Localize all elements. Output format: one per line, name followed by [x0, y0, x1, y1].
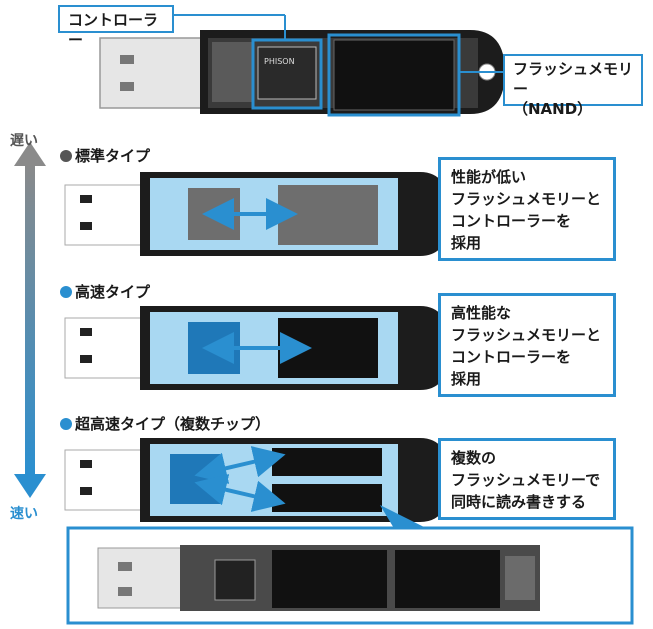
controller-label: コントローラー [58, 5, 174, 49]
bullet-icon [60, 417, 72, 430]
usb-plug [99, 37, 211, 109]
speed-axis [0, 130, 60, 530]
diagram-fast [64, 306, 450, 390]
chip-text: PHISON [264, 57, 295, 66]
bottom-usb-photo [66, 526, 634, 625]
bullet-icon [60, 149, 72, 162]
description-superfast: 複数の フラッシュメモリーで 同時に読み書きする [438, 438, 616, 520]
top-usb-photo: PHISON [0, 0, 653, 130]
axis-arrow-shaft [25, 164, 35, 476]
type-superfast-heading: 超高速タイプ（複数チップ） [60, 413, 270, 434]
description-standard: 性能が低い フラッシュメモリーと コントローラーを 採用 [438, 157, 616, 261]
flash-chip [333, 39, 455, 111]
controller-chip [257, 46, 317, 100]
type-title: 標準タイプ [75, 147, 151, 165]
axis-arrow-down [14, 474, 46, 498]
diagram-superfast [64, 438, 450, 530]
flash-label-line1: フラッシュメモリー [513, 60, 634, 98]
controller-block [170, 454, 220, 504]
flash-block-2 [272, 484, 382, 512]
flash-block-1 [272, 448, 382, 476]
flash-label-line2: （NAND） [513, 100, 593, 118]
type-title: 超高速タイプ（複数チップ） [75, 415, 271, 433]
type-title: 高速タイプ [75, 283, 151, 301]
flash-memory-label: フラッシュメモリー （NAND） [503, 54, 643, 118]
slow-label: 遅い [10, 133, 38, 149]
type-standard-heading: 標準タイプ [60, 145, 150, 166]
flash-block [278, 185, 378, 245]
description-fast: 高性能な フラッシュメモリーと コントローラーを 採用 [438, 293, 616, 397]
diagram-standard [64, 172, 450, 256]
fast-label: 速い [10, 506, 38, 522]
type-fast-heading: 高速タイプ [60, 281, 150, 302]
axis-arrow-up [14, 142, 46, 166]
bullet-icon [60, 285, 72, 298]
